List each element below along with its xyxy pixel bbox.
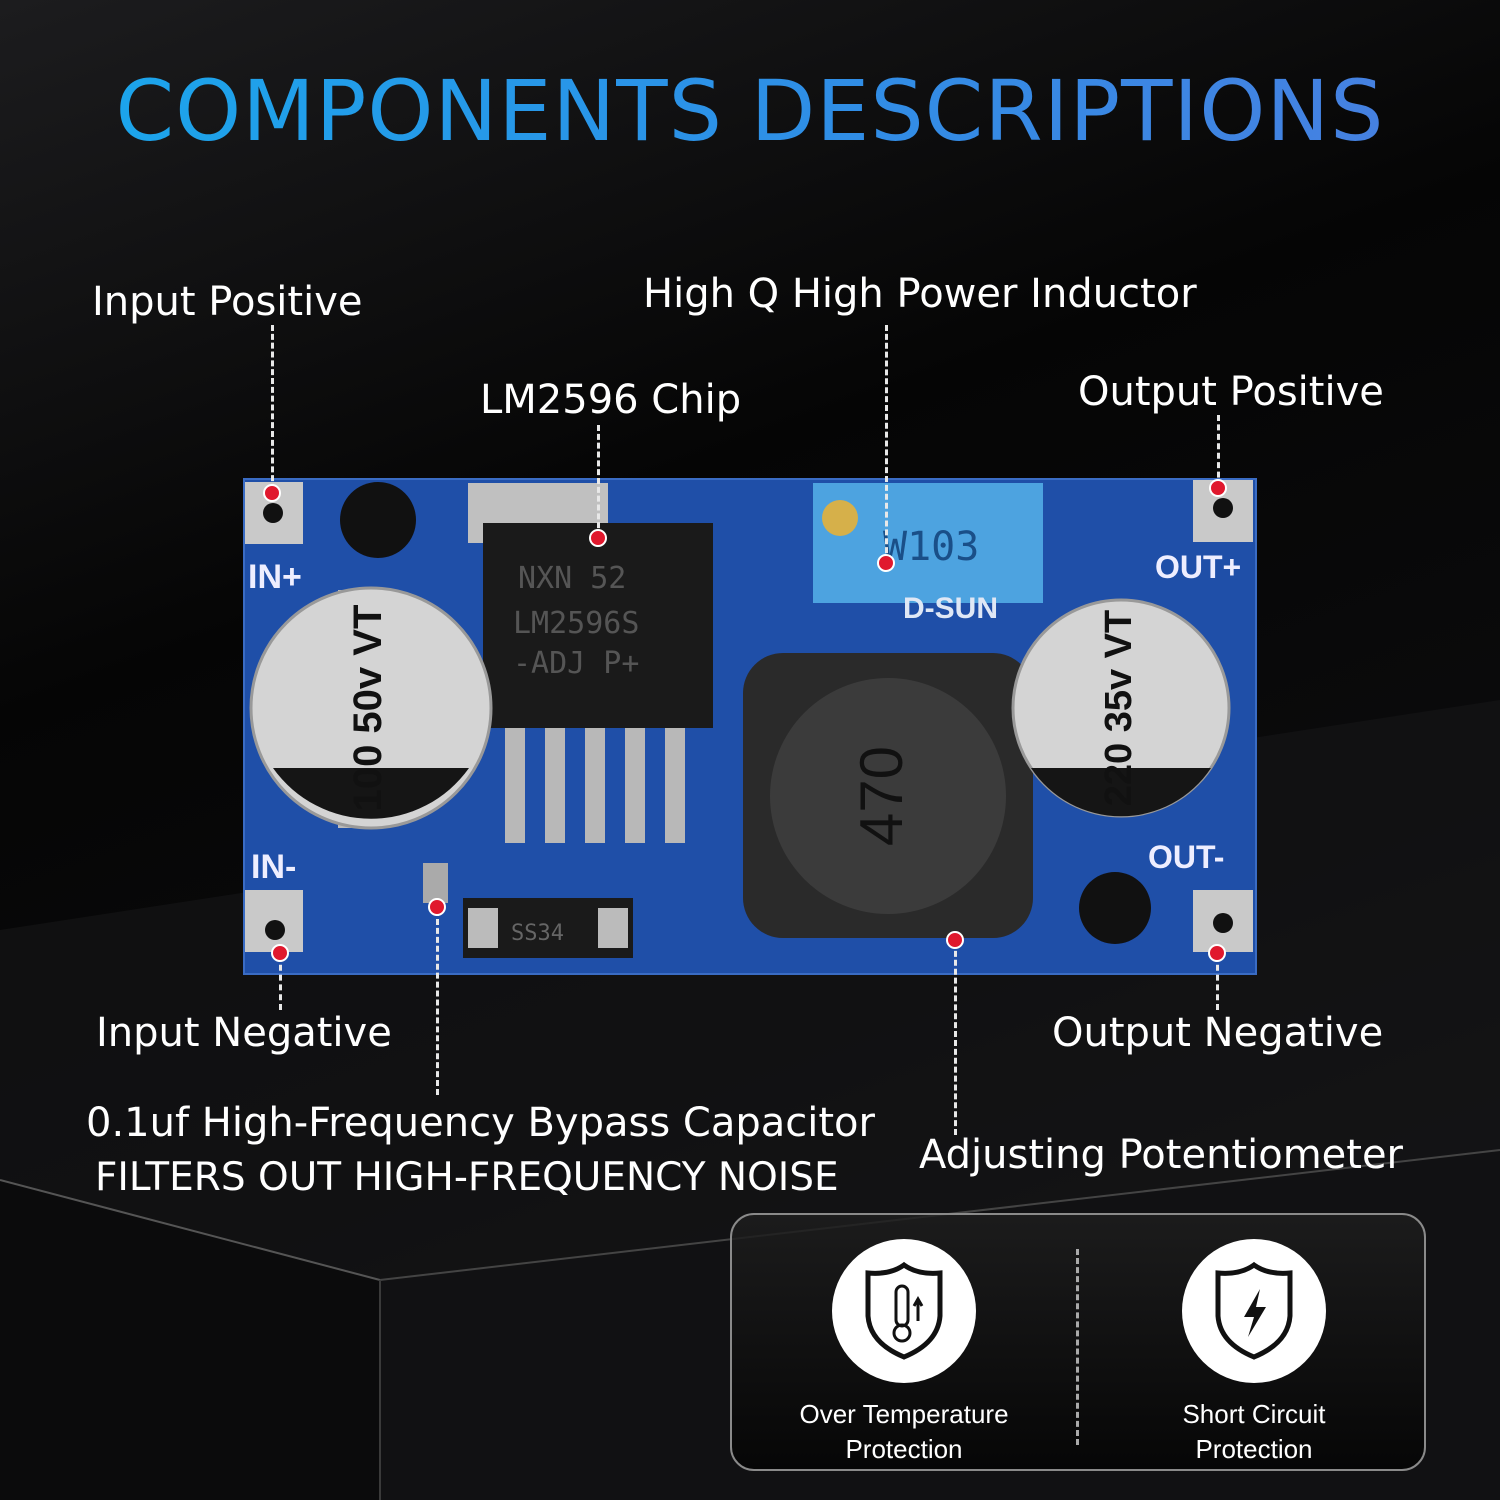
leader-input-positive [271,325,274,490]
chip-marking-1: NXN 52 [518,561,626,596]
label-capacitor: 0.1uf High-Frequency Bypass Capacitor [86,1100,875,1146]
marker-potentiometer [946,931,964,949]
label-inductor: High Q High Power Inductor [643,271,1197,317]
leader-chip [597,425,600,537]
label-input-negative: Input Negative [96,1010,392,1056]
leader-capacitor [436,910,439,1095]
out-minus-marking: OUT- [1148,839,1224,875]
inductor-marking: 470 [848,746,915,846]
leader-input-negative [279,955,282,1010]
leader-output-positive [1217,415,1220,487]
label-input-positive: Input Positive [92,279,363,325]
label-capacitor-subtitle: FILTERS OUT HIGH-FREQUENCY NOISE [95,1155,839,1200]
in-plus-marking: IN+ [248,558,302,596]
out-plus-marking: OUT+ [1155,549,1241,585]
potentiometer-marking: W103 [883,524,979,570]
marker-input-negative [271,944,289,962]
lightning-shield-icon [1182,1239,1326,1383]
feature-label-line1: Short Circuit [1182,1399,1326,1429]
feature-label-line2: Protection [1195,1434,1313,1464]
marker-output-positive [1209,479,1227,497]
input-capacitor-marking: 100 50v VT [346,605,390,812]
page-title: COMPONENTS DESCRIPTIONS [0,62,1500,160]
leader-inductor [885,325,888,562]
in-minus-marking: IN- [251,848,296,886]
lm2596-board-image: NXN 52 LM2596S -ADJ P+ 100 50v VT W103 D… [243,478,1257,975]
thermometer-shield-icon [832,1239,976,1383]
leader-potentiometer [954,942,957,1135]
chip-marking-2: LM2596S [513,606,639,641]
marker-input-positive [263,484,281,502]
marker-inductor [877,554,895,572]
label-output-positive: Output Positive [1078,369,1384,415]
output-capacitor-marking: 220 35v VT [1098,610,1140,806]
label-chip: LM2596 Chip [480,377,742,423]
diode-marking: SS34 [511,921,564,946]
label-potentiometer: Adjusting Potentiometer [919,1132,1404,1178]
label-output-negative: Output Negative [1052,1010,1384,1056]
marker-capacitor [428,898,446,916]
feature-label-line1: Over Temperature [799,1399,1009,1429]
chip-marking-3: -ADJ P+ [513,646,639,681]
leader-output-negative [1216,955,1219,1010]
marker-chip [589,529,607,547]
marker-output-negative [1208,944,1226,962]
brand-marking: D-SUN [903,592,998,625]
feature-label-line2: Protection [845,1434,963,1464]
divider [1076,1249,1079,1445]
